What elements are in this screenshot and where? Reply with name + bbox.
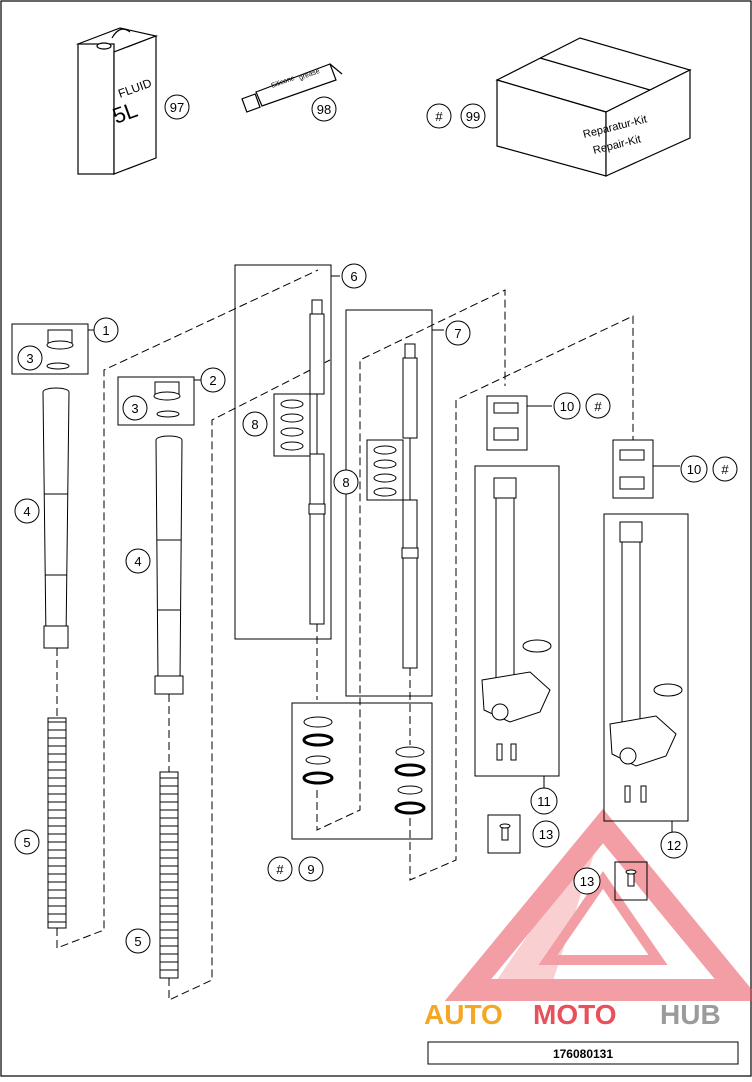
svg-text:6: 6: [350, 269, 357, 284]
box-bushings-10a: [486, 395, 528, 451]
spring-right: [159, 771, 179, 979]
callout-11[interactable]: 11: [530, 787, 558, 815]
guide-line-left: [56, 269, 319, 949]
spring-left: [47, 717, 67, 929]
callout-10b-hash[interactable]: #: [712, 456, 738, 482]
callout-3a[interactable]: 3: [17, 345, 43, 371]
screw-13b: [625, 869, 637, 887]
watermark-word: AUTO MOTO HUB: [424, 999, 721, 1030]
svg-text:97: 97: [170, 100, 184, 115]
callout-97[interactable]: 97: [164, 94, 190, 120]
svg-text:10: 10: [687, 462, 701, 477]
svg-text:3: 3: [131, 401, 138, 416]
callout-4b[interactable]: 4: [125, 548, 151, 574]
callout-1[interactable]: 1: [93, 317, 119, 343]
svg-text:99: 99: [466, 109, 480, 124]
box-cap-2: [117, 376, 195, 426]
callout-99[interactable]: 99: [460, 103, 486, 129]
svg-text:5: 5: [23, 835, 30, 850]
svg-text:#: #: [594, 399, 602, 414]
watermark-moto: MOTO: [533, 999, 616, 1030]
callout-99-hash[interactable]: #: [426, 103, 452, 129]
callout-98[interactable]: 98: [311, 96, 337, 122]
svg-text:9: 9: [307, 862, 314, 877]
orings-8b: [373, 445, 397, 497]
svg-text:12: 12: [667, 838, 681, 853]
callout-5b[interactable]: 5: [125, 928, 151, 954]
callout-3b[interactable]: 3: [122, 395, 148, 421]
box-lower-leg-12: [603, 513, 689, 822]
svg-text:8: 8: [251, 417, 258, 432]
callout-12[interactable]: 12: [660, 831, 688, 859]
callout-4a[interactable]: 4: [14, 498, 40, 524]
outer-tube-left: [42, 387, 70, 649]
svg-text:8: 8: [342, 475, 349, 490]
callout-7[interactable]: 7: [445, 320, 471, 346]
callout-10a[interactable]: 10: [553, 392, 581, 420]
svg-text:4: 4: [134, 554, 141, 569]
callout-9-hash[interactable]: #: [267, 856, 293, 882]
svg-text:#: #: [721, 462, 729, 477]
guide-line-center-2: [409, 315, 634, 881]
grease-tube: [241, 63, 343, 113]
callout-13a[interactable]: 13: [532, 820, 560, 848]
box-bushings-10b: [612, 439, 654, 499]
box-cap-1: [11, 323, 89, 375]
repair-kit-box: [495, 37, 692, 177]
callout-10b[interactable]: 10: [680, 455, 708, 483]
svg-text:7: 7: [454, 326, 461, 341]
callout-8b[interactable]: 8: [333, 469, 359, 495]
svg-text:3: 3: [26, 351, 33, 366]
svg-text:#: #: [276, 862, 284, 877]
outer-tube-right: [154, 435, 184, 695]
callout-8a[interactable]: 8: [242, 411, 268, 437]
box-cartridge-7: [345, 309, 433, 697]
svg-text:5: 5: [134, 934, 141, 949]
svg-text:98: 98: [317, 102, 331, 117]
watermark-auto: AUTO: [424, 999, 503, 1030]
lower-leg-11: [481, 477, 552, 761]
box-seals-9: [291, 702, 433, 840]
bushings-10b: [619, 449, 645, 490]
svg-text:#: #: [435, 109, 443, 124]
box-orings-8b: [366, 439, 404, 501]
fork-cap-2: [153, 381, 181, 418]
callout-10a-hash[interactable]: #: [585, 393, 611, 419]
part-number-box: [427, 1041, 739, 1065]
cartridge-6: [308, 299, 326, 625]
part-number: 176080131: [553, 1047, 613, 1061]
box-screw-13a: [487, 814, 521, 854]
box-orings-8a: [273, 393, 311, 457]
svg-text:11: 11: [537, 794, 551, 809]
guide-line-center-1: [316, 289, 506, 831]
cartridge-7: [401, 343, 419, 669]
svg-text:13: 13: [580, 874, 594, 889]
svg-text:2: 2: [209, 373, 216, 388]
svg-text:1: 1: [102, 323, 109, 338]
box-screw-13b: [614, 861, 648, 901]
watermark-hub: HUB: [660, 999, 721, 1030]
callout-5a[interactable]: 5: [14, 829, 40, 855]
guide-line-right: [168, 359, 331, 1001]
screw-13a: [499, 823, 511, 841]
svg-text:10: 10: [560, 399, 574, 414]
callout-2[interactable]: 2: [200, 367, 226, 393]
svg-text:4: 4: [23, 504, 30, 519]
bushings-10a: [493, 402, 519, 441]
seals-9: [302, 716, 426, 815]
fork-cap-1: [46, 329, 74, 370]
box-cartridge-6: [234, 264, 332, 640]
lower-leg-12: [609, 521, 683, 803]
svg-text:13: 13: [539, 827, 553, 842]
orings-8a: [280, 399, 304, 451]
fluid-can: [75, 27, 159, 175]
callout-13b[interactable]: 13: [573, 867, 601, 895]
watermark-logo: [444, 808, 752, 1001]
callout-9[interactable]: 9: [298, 856, 324, 882]
box-lower-leg-11: [474, 465, 560, 777]
callout-6[interactable]: 6: [341, 263, 367, 289]
